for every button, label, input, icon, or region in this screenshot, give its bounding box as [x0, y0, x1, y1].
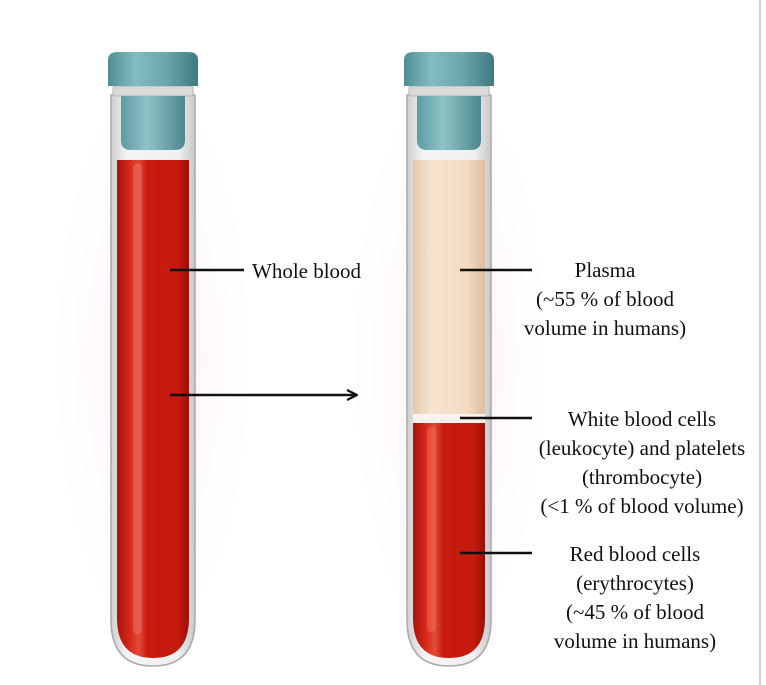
buffy-coat-layer [413, 414, 485, 423]
whole-blood-text: Whole blood [252, 259, 362, 283]
right-tube-highlight [427, 427, 436, 632]
separated-blood-tube [404, 52, 494, 667]
whole-blood-tube [108, 52, 198, 667]
left-tube-highlight [133, 164, 142, 634]
plasma-detail-2: volume in humans) [523, 316, 687, 340]
red-blood-cells-label: Red blood cells (erythrocytes) (~45 % of… [510, 540, 760, 656]
right-edge-border [759, 0, 761, 685]
rbc-detail-3: volume in humans) [553, 629, 717, 653]
right-tube-cap [404, 52, 494, 86]
right-tube-collar [408, 85, 490, 97]
rbc-title: Red blood cells [569, 542, 701, 566]
plasma-layer [413, 160, 485, 416]
rbc-detail-2: (~45 % of blood [566, 600, 704, 624]
whole-blood-label: Whole blood [252, 257, 361, 286]
wbc-title: White blood cells [567, 407, 717, 431]
white-blood-cells-label: White blood cells (leukocyte) and platel… [522, 405, 762, 521]
rbc-detail-1: (erythrocytes) [576, 571, 694, 595]
left-tube-collar [112, 85, 194, 97]
left-tube-blood [117, 160, 189, 658]
wbc-detail-2: (thrombocyte) [581, 465, 703, 489]
plasma-title: Plasma [574, 258, 636, 282]
right-tube-plug [417, 96, 481, 150]
wbc-detail-3: (<1 % of blood volume) [540, 494, 744, 518]
red-cell-layer [413, 423, 485, 658]
plasma-detail-1: (~55 % of blood [536, 287, 674, 311]
plasma-label: Plasma (~55 % of blood volume in humans) [480, 256, 730, 343]
wbc-detail-1: (leukocyte) and platelets [538, 436, 746, 460]
left-tube-plug [121, 96, 185, 150]
left-tube-cap [108, 52, 198, 86]
